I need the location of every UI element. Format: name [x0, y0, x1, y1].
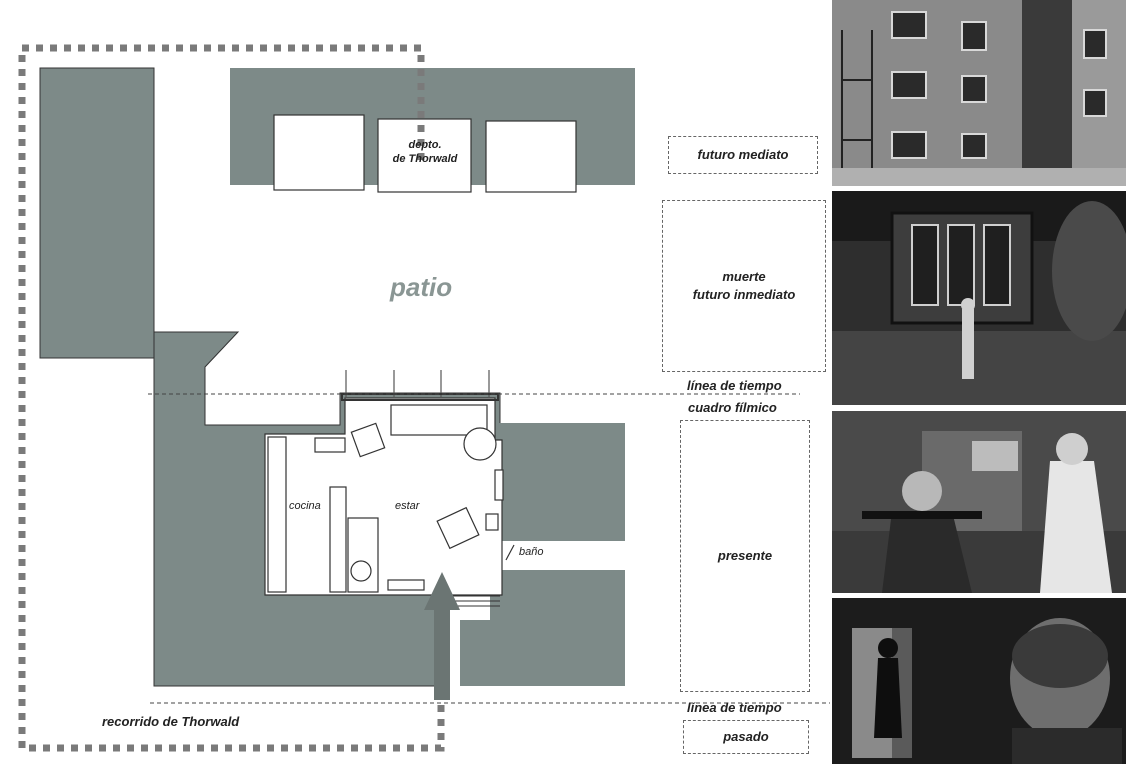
- immediate-future-label: futuro inmediato: [692, 287, 796, 302]
- photo-child-at-window: [832, 191, 1126, 405]
- timeline-bottom-label: línea de tiempo: [687, 700, 782, 715]
- kitchen-label: cocina: [289, 500, 321, 512]
- wheelchair: [436, 506, 480, 550]
- right-block-lower: [490, 570, 625, 686]
- sofa: [390, 404, 488, 436]
- floor-plan: [18, 44, 830, 752]
- thorwald-route-label: recorrido de Thorwald: [102, 714, 240, 729]
- immediate-future-text: muerte futuro inmediato: [693, 268, 796, 304]
- photo-man-in-doorway: [832, 598, 1126, 764]
- left-building: [39, 67, 155, 359]
- round-table: [463, 427, 497, 461]
- top-window-right: [485, 120, 577, 193]
- past-box: pasado: [683, 720, 809, 754]
- living-label: estar: [395, 500, 420, 512]
- timeline-top-label: línea de tiempo: [687, 378, 782, 393]
- thorwald-apartment-label: depto. de Thorwald: [384, 138, 466, 166]
- future-mediate-label: futuro mediato: [697, 147, 789, 162]
- sink: [350, 560, 372, 582]
- top-window-left: [273, 114, 365, 191]
- bathroom-label: baño: [519, 546, 544, 558]
- death-label: muerte: [722, 269, 766, 284]
- right-block-upper: [490, 423, 625, 541]
- film-frame-label: cuadro fílmico: [688, 400, 777, 415]
- photo-woman-in-room: [832, 411, 1126, 593]
- kitchen-counter: [267, 436, 287, 593]
- doorway-notch: [460, 620, 496, 686]
- thorwald-apartment-line-2: de Thorwald: [392, 153, 458, 165]
- small-cabinet: [485, 513, 499, 531]
- photo-building-facade: [832, 0, 1126, 186]
- entrance-arrow: [424, 572, 460, 700]
- present-box: presente: [680, 420, 810, 692]
- future-mediate-box: futuro mediato: [668, 136, 818, 174]
- armchair: [350, 422, 386, 458]
- shelf-column: [329, 486, 347, 593]
- thorwald-route: [18, 44, 445, 752]
- bench: [387, 579, 425, 591]
- courtyard-label: patio: [390, 272, 453, 302]
- past-label: pasado: [723, 729, 769, 744]
- thorwald-apartment-line-1: depto.: [408, 139, 442, 151]
- window-frame: [341, 393, 499, 401]
- immediate-future-box: muerte futuro inmediato: [662, 200, 826, 372]
- present-label: presente: [717, 548, 773, 563]
- side-table: [314, 437, 346, 453]
- side-cabinet: [494, 469, 504, 501]
